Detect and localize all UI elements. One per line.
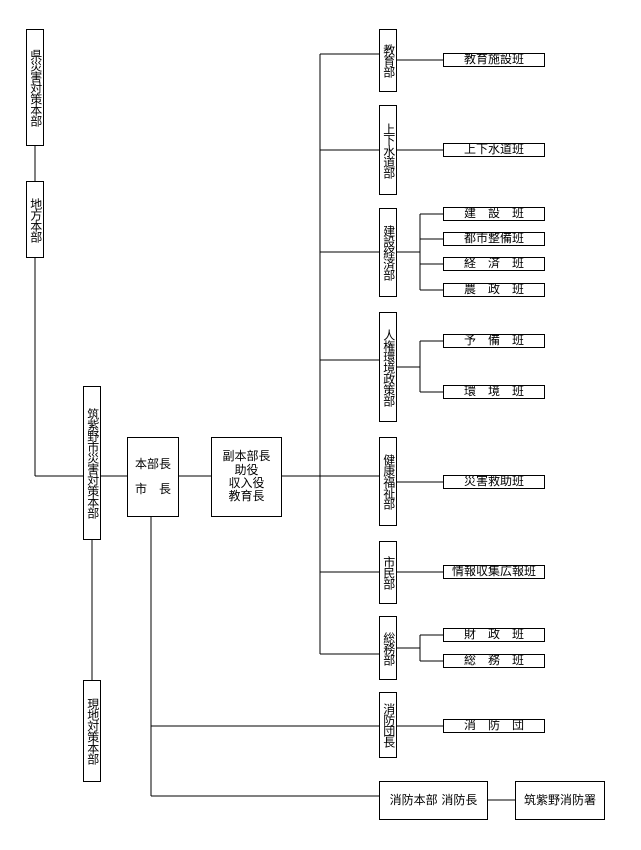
dept-box-kensetsu: 建設経済部: [379, 208, 397, 297]
team-box: 予 備 班: [443, 334, 545, 348]
regional-hq-label: 地方本部: [28, 197, 43, 242]
deputy-line-1: 副本部長: [222, 449, 271, 464]
team-label: 都市整備班: [463, 232, 524, 246]
team-label: 情報収集広報班: [451, 565, 536, 579]
prefecture-hq-label: 県災害対策本部: [28, 49, 43, 126]
team-box: 上下水道班: [443, 143, 545, 157]
team-box: 情報収集広報班: [443, 565, 545, 579]
prefecture-hq-box: 県災害対策本部: [26, 29, 44, 146]
dept-box-jinken: 人権環境政策部: [379, 312, 397, 422]
team-box: 消 防 団: [443, 719, 545, 733]
deputy-line-2: 助役: [234, 462, 259, 477]
fire-corps-chief-box: 消防団長: [379, 692, 397, 758]
dept-label: 上下水道部: [381, 122, 396, 178]
team-label: 農 政 班: [463, 283, 524, 297]
dept-box-somu: 総務部: [379, 616, 397, 680]
dept-box-kenko: 健康福祉部: [379, 437, 397, 526]
team-label: 予 備 班: [463, 334, 524, 348]
city-hq-box: 筑紫野市災害対策本部: [83, 386, 101, 540]
chief-title: 本部長: [134, 456, 171, 471]
fire-station-label: 筑紫野消防署: [523, 792, 596, 807]
team-box: 都市整備班: [443, 232, 545, 246]
chief-box: 本部長 市 長: [127, 437, 179, 517]
dept-label: 人権環境政策部: [381, 328, 396, 406]
dept-label: 教育部: [381, 44, 396, 77]
team-label: 消 防 団: [463, 719, 524, 733]
team-label: 教育施設班: [463, 53, 524, 67]
team-box: 教育施設班: [443, 53, 545, 67]
dept-box-gesui: 上下水道部: [379, 105, 397, 195]
deputy-box: 副本部長 助役 収入役 教育長: [211, 437, 282, 517]
onsite-hq-label: 現地対策本部: [85, 698, 100, 764]
onsite-hq-box: 現地対策本部: [83, 680, 101, 782]
team-label: 総 務 班: [463, 654, 524, 668]
team-label: 財 政 班: [463, 628, 524, 642]
team-label: 経 済 班: [463, 257, 524, 271]
team-label: 災害救助班: [463, 475, 524, 489]
fire-station-box: 筑紫野消防署: [515, 781, 605, 820]
team-label: 建 設 班: [463, 207, 524, 221]
dept-label: 総務部: [381, 631, 396, 665]
team-box: 経 済 班: [443, 257, 545, 271]
team-box: 農 政 班: [443, 283, 545, 297]
fire-corps-chief-label: 消防団長: [381, 703, 396, 747]
dept-label: 建設経済部: [381, 225, 396, 280]
dept-box-kyoiku: 教育部: [379, 29, 397, 92]
deputy-line-4: 教育長: [228, 489, 265, 504]
fire-hq-label: 消防本部 消防長: [389, 792, 478, 807]
team-box: 総 務 班: [443, 654, 545, 668]
team-label: 上下水道班: [463, 143, 524, 157]
dept-label: 健康福祉部: [381, 454, 396, 509]
team-box: 災害救助班: [443, 475, 545, 489]
team-label: 環 境 班: [463, 385, 524, 399]
city-hq-label: 筑紫野市災害対策本部: [85, 408, 100, 518]
team-box: 環 境 班: [443, 385, 545, 399]
team-box: 建 設 班: [443, 207, 545, 221]
team-box: 財 政 班: [443, 628, 545, 642]
chief-name: 市 長: [134, 482, 171, 496]
deputy-line-3: 収入役: [228, 476, 265, 490]
dept-box-shimin: 市民部: [379, 541, 397, 604]
fire-hq-box: 消防本部 消防長: [379, 781, 488, 820]
dept-label: 市民部: [381, 556, 396, 589]
regional-hq-box: 地方本部: [26, 181, 44, 258]
